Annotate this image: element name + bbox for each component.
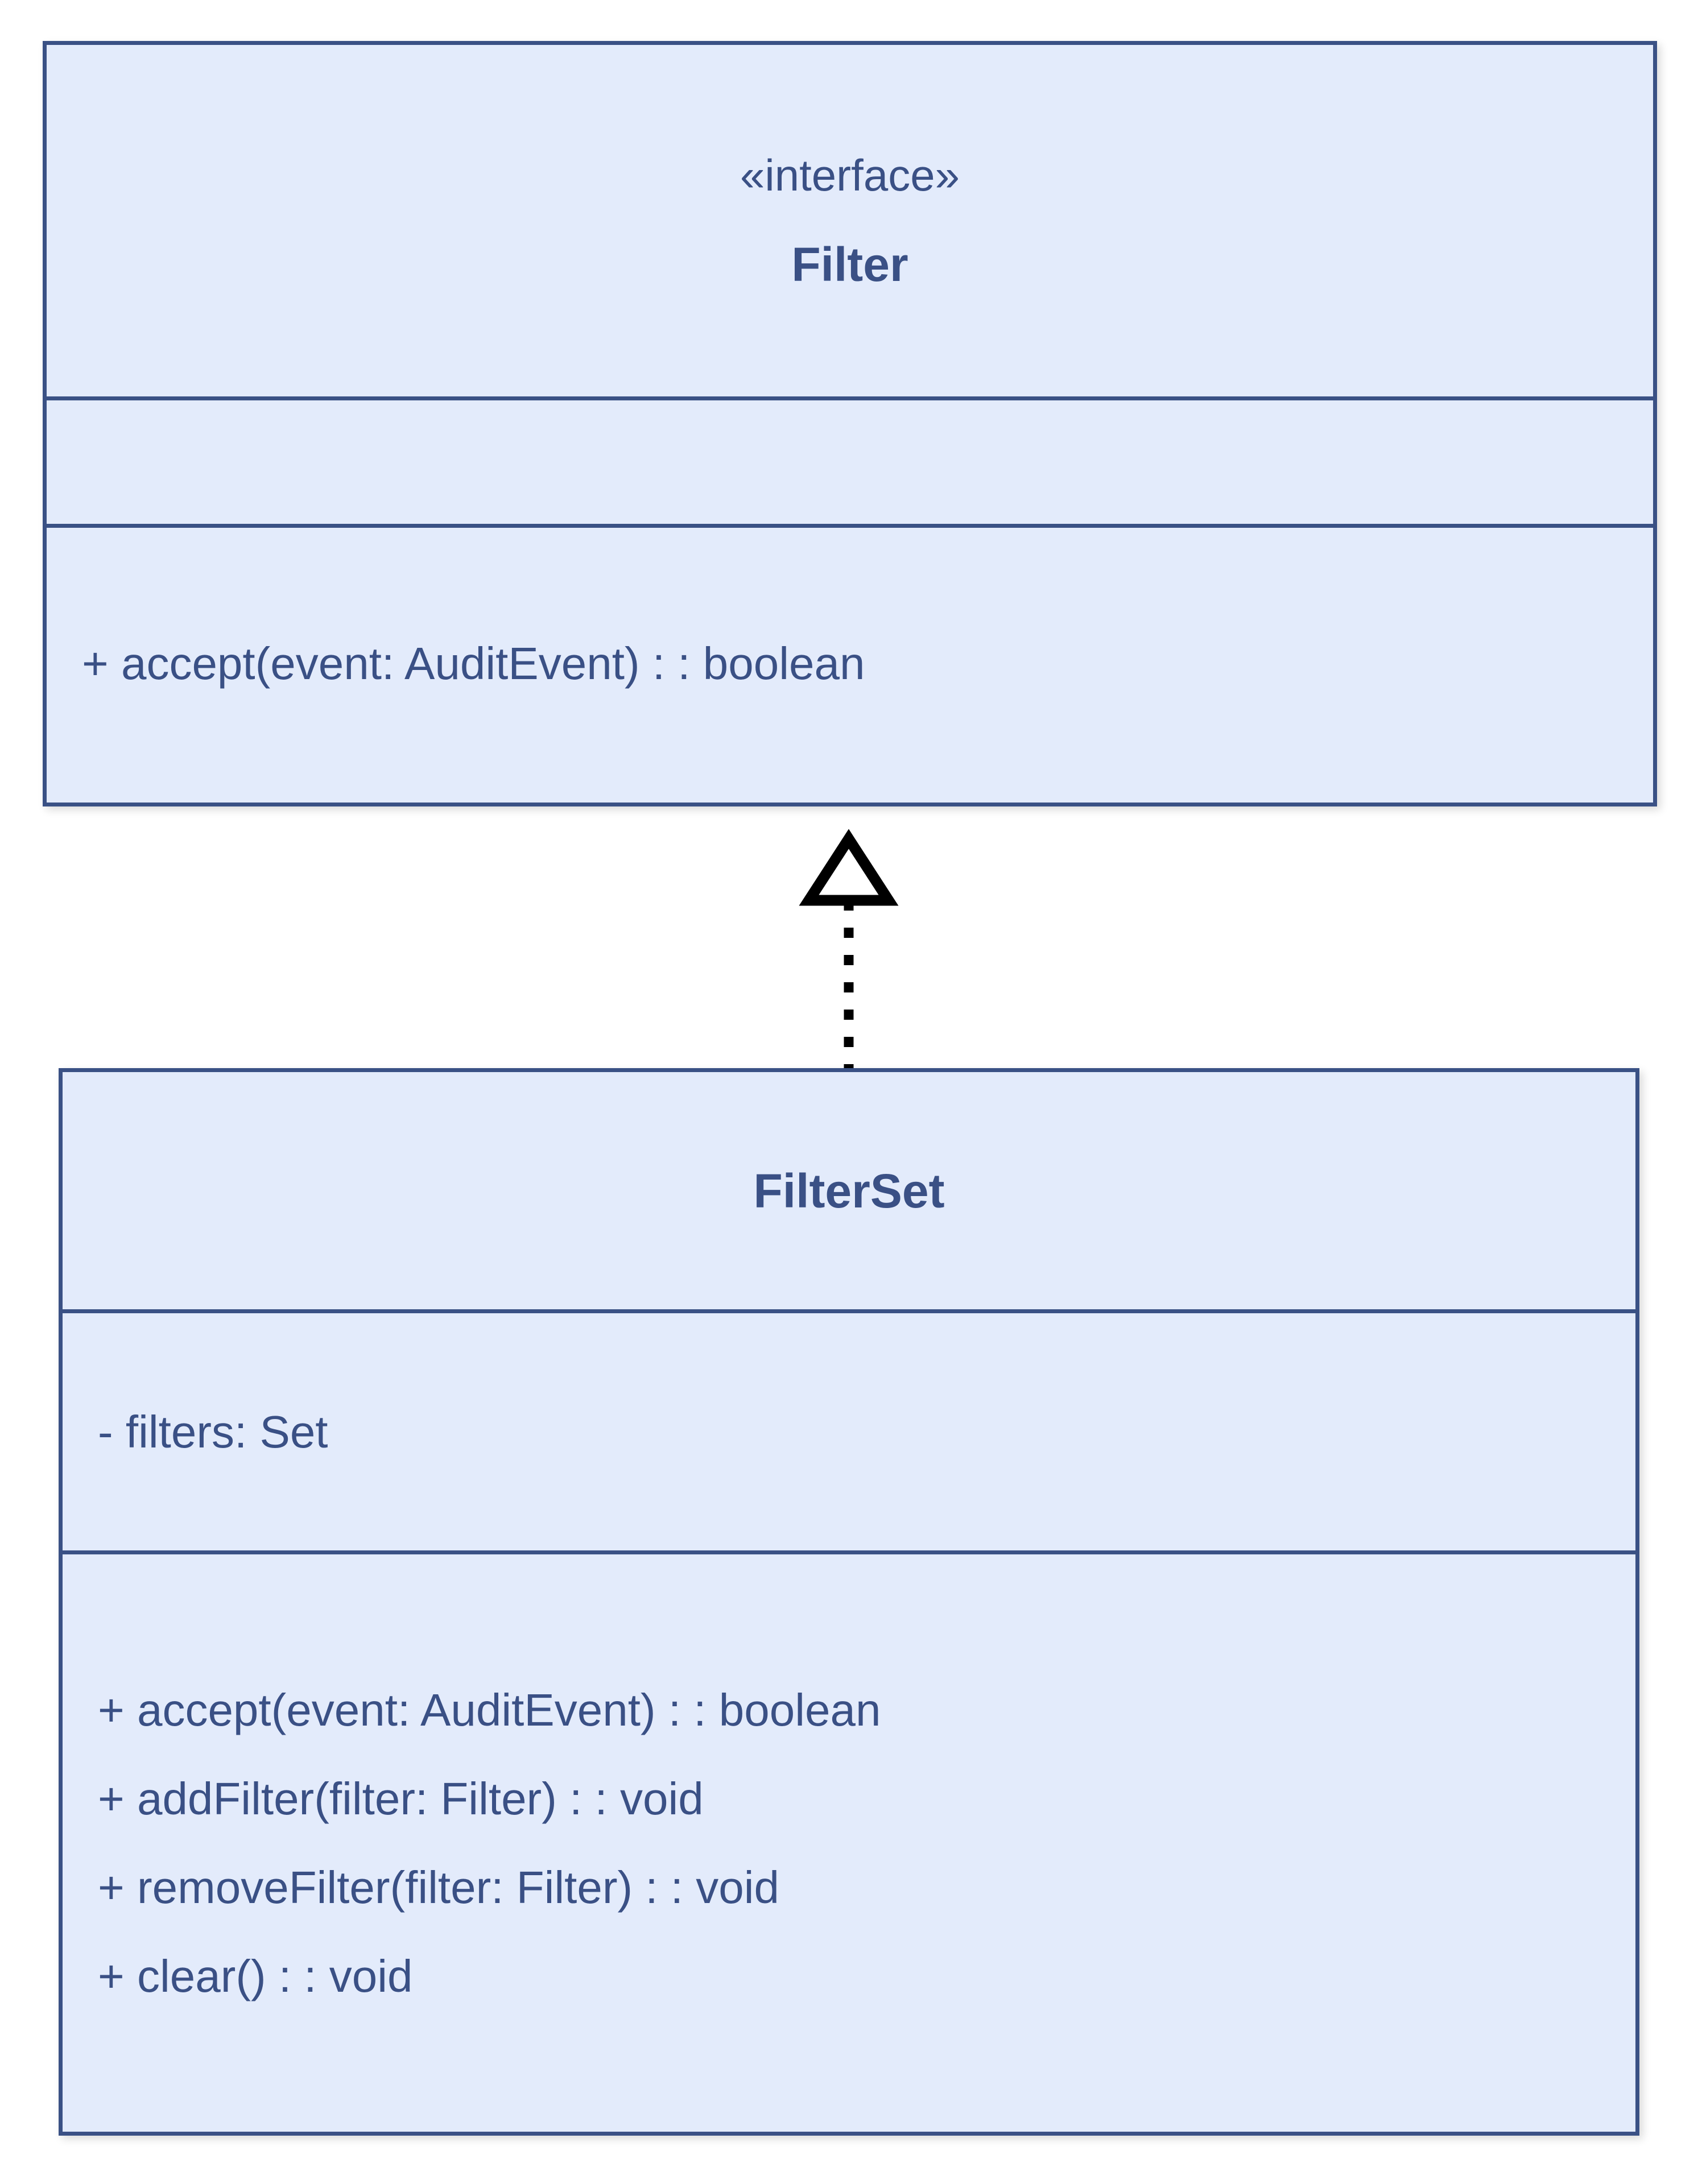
filterset-class-name: FilterSet	[753, 1164, 945, 1218]
realization-connector	[799, 829, 899, 1072]
filter-operations-compartment: + accept(event: AuditEvent) : : boolean	[47, 524, 1653, 799]
filter-operation-accept: + accept(event: AuditEvent) : : boolean	[82, 638, 865, 689]
uml-class-filterset[interactable]: FilterSet - filters: Set + accept(event:…	[59, 1068, 1639, 2136]
filterset-attribute-filters: - filters: Set	[98, 1406, 328, 1457]
filterset-attributes-compartment: - filters: Set	[63, 1309, 1635, 1550]
filterset-operation-remove-filter: + removeFilter(filter: Filter) : : void	[98, 1862, 780, 1913]
filter-attributes-compartment	[47, 396, 1653, 524]
filterset-operation-clear: + clear() : : void	[98, 1950, 413, 2001]
filter-stereotype: «interface»	[740, 150, 960, 200]
uml-class-filter[interactable]: «interface» Filter + accept(event: Audit…	[43, 41, 1657, 806]
filterset-title-compartment: FilterSet	[63, 1072, 1635, 1309]
filterset-operations-compartment: + accept(event: AuditEvent) : : boolean …	[63, 1550, 1635, 2132]
realization-hollow-triangle-icon	[799, 829, 899, 906]
filterset-operation-accept: + accept(event: AuditEvent) : : boolean	[98, 1684, 881, 1735]
filter-class-name: Filter	[791, 238, 908, 291]
filter-title-compartment: «interface» Filter	[47, 45, 1653, 396]
filterset-operation-add-filter: + addFilter(filter: Filter) : : void	[98, 1773, 704, 1824]
